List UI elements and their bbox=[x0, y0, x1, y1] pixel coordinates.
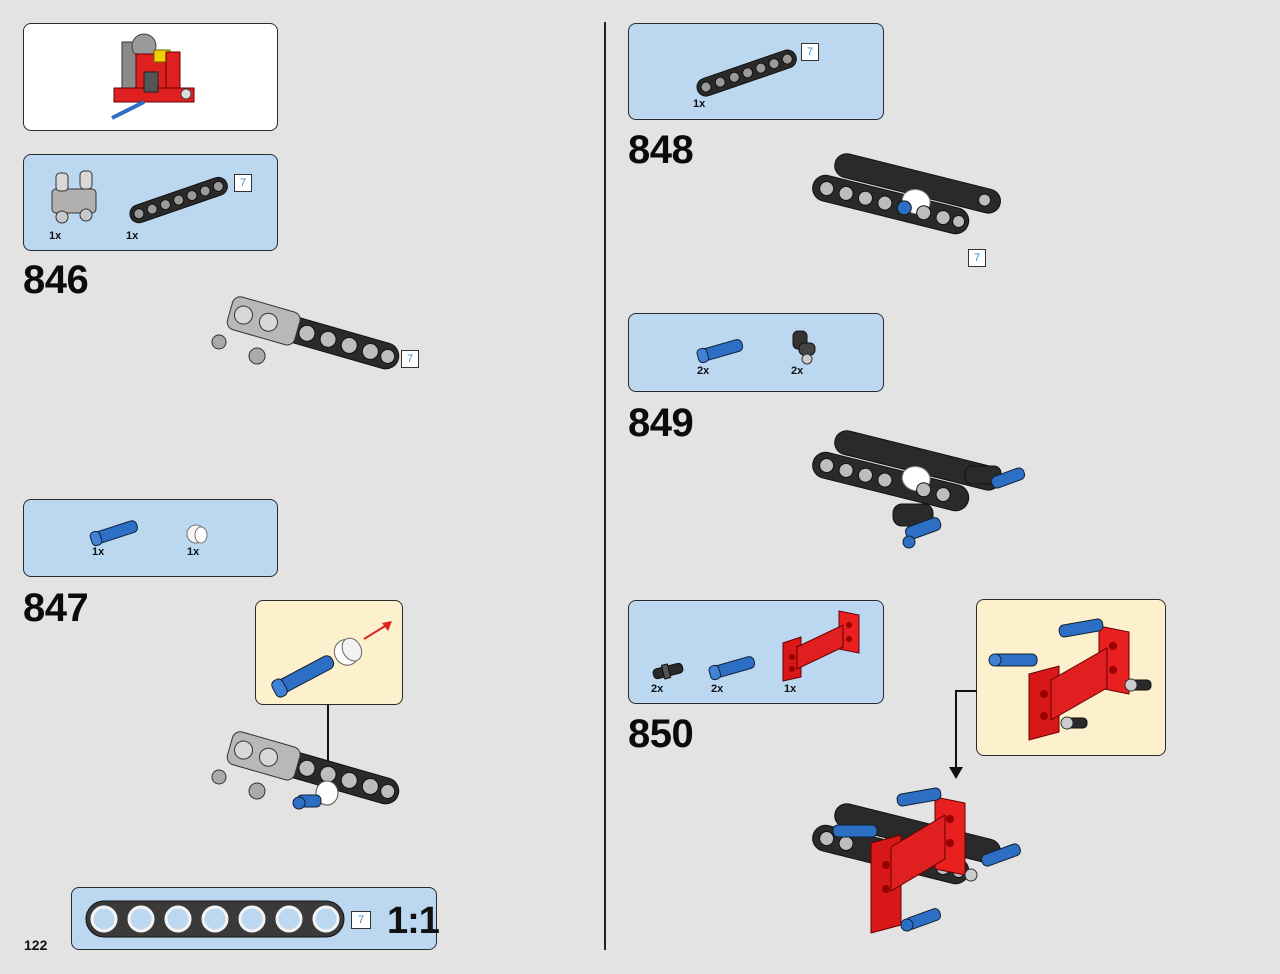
step-number-848: 848 bbox=[628, 128, 694, 172]
dark-angle-connector-icon bbox=[792, 330, 816, 365]
scale-label: 1:1 bbox=[387, 900, 440, 942]
part-qty: 2x bbox=[697, 365, 710, 377]
part-qty: 1x bbox=[49, 230, 62, 242]
length-badge: 7 bbox=[968, 249, 986, 267]
parts-list-850: 2x 2x 1x bbox=[628, 600, 884, 704]
black-beam-7-icon bbox=[129, 176, 228, 224]
length-badge: 7 bbox=[401, 350, 419, 368]
submodel-preview-panel bbox=[23, 23, 278, 131]
step-849-assembly bbox=[812, 430, 1026, 549]
parts-list-849: 2x 2x bbox=[628, 313, 884, 392]
white-bush-icon bbox=[186, 524, 208, 544]
callout-pointer-arrow bbox=[949, 767, 963, 779]
beam-7-scale-icon bbox=[85, 900, 345, 938]
page-number: 122 bbox=[24, 937, 48, 953]
red-gearbox-assembly-icon bbox=[111, 33, 195, 120]
black-beam-7-icon bbox=[696, 49, 797, 97]
part-qty: 1x bbox=[187, 546, 200, 558]
blue-pin-icon bbox=[89, 520, 138, 547]
part-qty: 1x bbox=[126, 230, 139, 242]
parts-list-847: 1x 1x bbox=[23, 499, 278, 577]
part-qty: 1x bbox=[92, 546, 105, 558]
step-850-assembly bbox=[812, 787, 1021, 934]
parts-list-848: 7 1x bbox=[628, 23, 884, 120]
part-qty: 1x bbox=[784, 683, 797, 695]
scale-length-badge: 7 bbox=[351, 911, 371, 929]
callout-850 bbox=[976, 599, 1166, 756]
pin-into-bush-detail bbox=[271, 621, 392, 698]
step-847-assembly bbox=[211, 731, 400, 810]
callout-pointer-line bbox=[955, 690, 977, 692]
step-848-assembly bbox=[812, 153, 1001, 235]
blue-pin-icon bbox=[696, 339, 744, 364]
callout-847 bbox=[255, 600, 403, 705]
step-number-847: 847 bbox=[23, 586, 89, 630]
black-axle-pin-icon bbox=[652, 662, 684, 680]
blue-pin-icon bbox=[708, 656, 756, 681]
length-badge: 7 bbox=[801, 43, 819, 61]
part-qty: 2x bbox=[651, 683, 664, 695]
step-number-850: 850 bbox=[628, 712, 694, 756]
part-qty: 1x bbox=[693, 98, 706, 110]
callout-pointer-line bbox=[327, 705, 329, 767]
length-badge: 7 bbox=[234, 174, 252, 192]
gray-double-pin-connector-icon bbox=[51, 170, 97, 224]
callout-pointer-line bbox=[955, 690, 957, 770]
scale-ruler-panel: 7 1:1 bbox=[71, 887, 440, 950]
red-h-frame-icon bbox=[782, 610, 860, 682]
red-frame-with-pins-detail bbox=[988, 618, 1152, 741]
part-qty: 2x bbox=[711, 683, 724, 695]
step-number-846: 846 bbox=[23, 258, 89, 302]
parts-list-846: 1x 7 1x bbox=[23, 154, 278, 251]
step-number-849: 849 bbox=[628, 401, 694, 445]
step-846-assembly bbox=[211, 296, 400, 370]
part-qty: 2x bbox=[791, 365, 804, 377]
page-divider bbox=[604, 22, 606, 950]
